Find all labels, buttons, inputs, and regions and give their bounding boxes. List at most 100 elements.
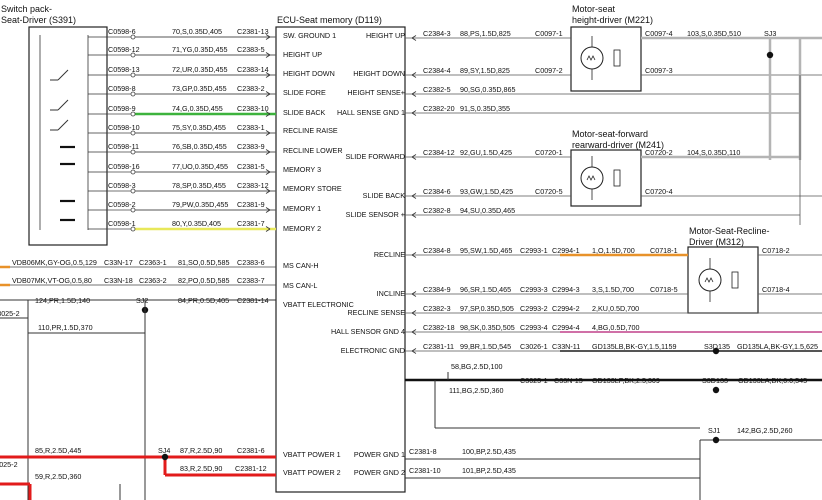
- ecu-right-pin-8: INCLINE: [377, 289, 406, 298]
- wire-59: 59,R,2.5D,360: [35, 472, 81, 481]
- right-ecu-pin-11: C2381-11: [423, 342, 454, 351]
- switch-conn-0: C0598-6: [108, 27, 136, 36]
- switch-ecu-pin-9: C2381-9: [237, 200, 265, 209]
- right-ecu-pin-3: C2382-20: [423, 104, 455, 113]
- can-wire-label-1: 82,PO,0.5D,585: [178, 276, 230, 285]
- ecu-right-pin-13: POWER GND 2: [354, 468, 405, 477]
- can-conn-1: C33N-18: [104, 276, 133, 285]
- ecu-left-pin-9: MEMORY 1: [283, 204, 321, 213]
- can-conn-0: C33N-17: [104, 258, 133, 267]
- ecu-left-pin-15: VBATT POWER 2: [283, 468, 341, 477]
- right-sj-0: SJ3: [764, 29, 776, 38]
- motor-height-title-1: Motor-seat: [572, 4, 616, 14]
- motor-slide-symbol: [580, 156, 621, 200]
- switch-conn-10: C0598-1: [108, 219, 136, 228]
- switch-wire-label-5: 75,SY,0.35D,455: [172, 123, 226, 132]
- right-wire-label-10: 98,SK,0.35D,505: [460, 323, 515, 332]
- wire-85: 85,R,2.5D,445: [35, 446, 81, 455]
- ecu-left-pin-3: SLIDE FORE: [283, 88, 326, 97]
- ecu-left-pin-7: MEMORY 3: [283, 165, 321, 174]
- ground-ecu-pin-2: C2381-10: [409, 466, 441, 475]
- right-inline-9: C2993-2: [520, 304, 548, 313]
- switch-wire-label-8: 78,SP,0.35D,455: [172, 181, 226, 190]
- right-motor-conn-5: C0720-5: [535, 187, 563, 196]
- right-wire-label-3: 91,S,0.35D,355: [460, 104, 510, 113]
- right-ecu-pin-2: C2382-5: [423, 85, 451, 94]
- right-inline-7: C2993-1: [520, 246, 548, 255]
- ground-ecu-pin-1: C2381-8: [409, 447, 437, 456]
- switch-ecu-pin-10: C2381-7: [237, 219, 265, 228]
- motor-height-title-2: height-driver (M221): [572, 15, 653, 25]
- wire-gd133lf: GD133LF,BK,2.5,309: [592, 376, 660, 385]
- right-inline2-10: C2994-4: [552, 323, 580, 332]
- switch-conn-1: C0598-12: [108, 45, 140, 54]
- right-inline2-11: C33N-11: [552, 342, 580, 351]
- switch-wire-label-4: 74,G,0.35D,455: [172, 104, 223, 113]
- right-ecu-pin-7: C2384-8: [423, 246, 451, 255]
- ecu-right-pin-5: SLIDE BACK: [363, 191, 406, 200]
- power-left-conn: C3025-2: [0, 460, 18, 469]
- ecu-left-pin-14: VBATT POWER 1: [283, 450, 341, 459]
- wire-58: 58,BG,2.5D,100: [451, 362, 503, 371]
- ecu-right-pin-7: RECLINE: [374, 250, 405, 259]
- ecu-left-pin-13: VBATT ELECTRONIC: [283, 300, 354, 309]
- ecu-right-pin-6: SLIDE SENSOR +: [346, 210, 405, 219]
- right-wire-label-8: 96,SR,1.5D,465: [460, 285, 511, 294]
- motor-slide-title-2: rearward-driver (M241): [572, 140, 664, 150]
- switch-wire-label-6: 76,SB,0.35D,455: [172, 142, 227, 151]
- can-left-1: VDB07MK,VT-OG,0.5,80: [12, 276, 92, 285]
- right-motor-conn-4: C0720-1: [535, 148, 563, 157]
- motor-height-symbol: [580, 36, 621, 80]
- right-out-conn-0: C0097-4: [645, 29, 673, 38]
- right-wire2-label-7: 1,O,1.5D,700: [592, 246, 635, 255]
- wire-111: 111,BG,2.5D,360: [449, 386, 503, 395]
- ecu-module: ECU-Seat memory (D119) SW. GROUND 1HEIGH…: [275, 15, 406, 493]
- right-sj-11: S3D135: [704, 342, 730, 351]
- motor-recline-title-2: Driver (M312): [689, 237, 744, 247]
- sj1-label: SJ1: [708, 426, 720, 435]
- sj4-label: SJ4: [158, 446, 170, 455]
- right-wire-label-4: 92,GU,1.5D,425: [460, 148, 512, 157]
- right-inline2-7: C2994-1: [552, 246, 580, 255]
- switch-pack-title-1: Switch pack-: [1, 4, 52, 14]
- ecu-left-pin-5: RECLINE RAISE: [283, 126, 338, 135]
- switch-pack-title-2: Seat-Driver (S391): [1, 15, 76, 25]
- switch-conn-3: C0598-8: [108, 84, 136, 93]
- right-inline2-9: C2994-2: [552, 304, 580, 313]
- right-ecu-pin-1: C2384-4: [423, 66, 451, 75]
- right-wire3-label-11: GD135LA,BK-GY,1.5,625: [737, 342, 818, 351]
- power-wires: 85,R,2.5D,445 C3025-2 SJ4 87,R,2.5D,90 C…: [0, 446, 276, 500]
- right-ecu-pin-4: C2384-12: [423, 148, 455, 157]
- wire-110: 110,PR,1.5D,370: [38, 323, 93, 332]
- wire-124: 124,PR,1.5D,140: [35, 296, 90, 305]
- ecu-right-pin-1: HEIGHT DOWN: [353, 69, 405, 78]
- right-wire-label-5: 93,GW,1.5D,425: [460, 187, 513, 196]
- right-ecu-pin-8: C2384-9: [423, 285, 451, 294]
- ecu-right-pin-9: RECLINE SENSE: [347, 308, 405, 317]
- ecu-right-pin-11: ELECTRONIC GND: [341, 346, 405, 355]
- power-ecu-pin-2: C2381-12: [235, 464, 267, 473]
- right-motor-conn-0: C0097-1: [535, 29, 563, 38]
- right-motor-conn-8: C0718-5: [650, 285, 678, 294]
- switch-wire-label-3: 73,GP,0.35D,455: [172, 84, 227, 93]
- switch-ecu-pin-8: C2383-12: [237, 181, 269, 190]
- ground-conn-c3025: C3025-1: [520, 376, 548, 385]
- wire-gd133la: GD133LA,BK,6.0,545: [738, 376, 807, 385]
- right-inline-8: C2993-3: [520, 285, 548, 294]
